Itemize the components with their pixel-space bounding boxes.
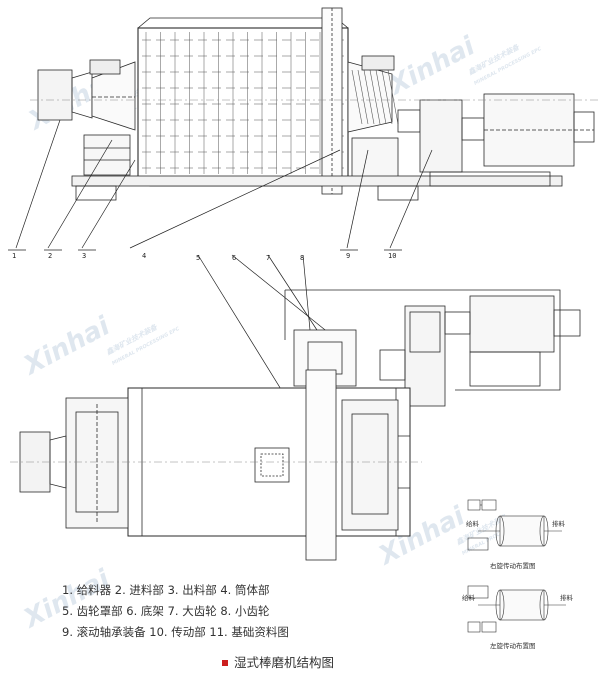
- callout-1: 1: [12, 252, 16, 260]
- legend-line-2: 5. 齿轮罩部 6. 底架 7. 大齿轮 8. 小齿轮: [62, 604, 270, 618]
- figure-caption: 湿式棒磨机结构图: [222, 652, 334, 671]
- callout-7: 7: [266, 254, 270, 262]
- watermark-brand: Xinhai: [382, 31, 480, 102]
- inset-left-title: 左旋传动布置图: [490, 641, 536, 650]
- inset-right-in-label: 给料: [466, 519, 480, 528]
- legend-line-3: 9. 滚动轴承装备 10. 传动部 11. 基础资料图: [62, 625, 289, 639]
- inset-left-in-label: 给料: [462, 593, 476, 602]
- legend-line-1: 1. 给料器 2. 进料部 3. 出料部 4. 筒体部: [62, 583, 270, 597]
- callout-5: 5: [196, 254, 200, 262]
- callout-2: 2: [48, 252, 52, 260]
- inset-left-out-label: 排料: [560, 593, 574, 602]
- callout-6: 6: [232, 254, 236, 262]
- plan-view: [10, 289, 581, 561]
- caption-text: 湿式棒磨机结构图: [234, 655, 335, 670]
- inset-right-out-label: 排料: [552, 519, 566, 528]
- callout-10: 10: [388, 252, 396, 260]
- caption-bullet-icon: [222, 659, 228, 666]
- callout-4: 4: [142, 252, 146, 260]
- inset-right-drive: [467, 499, 562, 551]
- watermark-brand: Xinhai: [17, 311, 115, 382]
- callout-numbers: 1 2 3 4 5 6 7 8 9 10: [12, 252, 396, 262]
- side-elevation: [30, 7, 600, 201]
- callout-8: 8: [300, 254, 304, 262]
- callout-9: 9: [346, 252, 350, 260]
- inset-left-drive: [467, 585, 566, 633]
- inset-right-title: 右旋传动布置图: [490, 561, 536, 570]
- callout-3: 3: [82, 252, 86, 260]
